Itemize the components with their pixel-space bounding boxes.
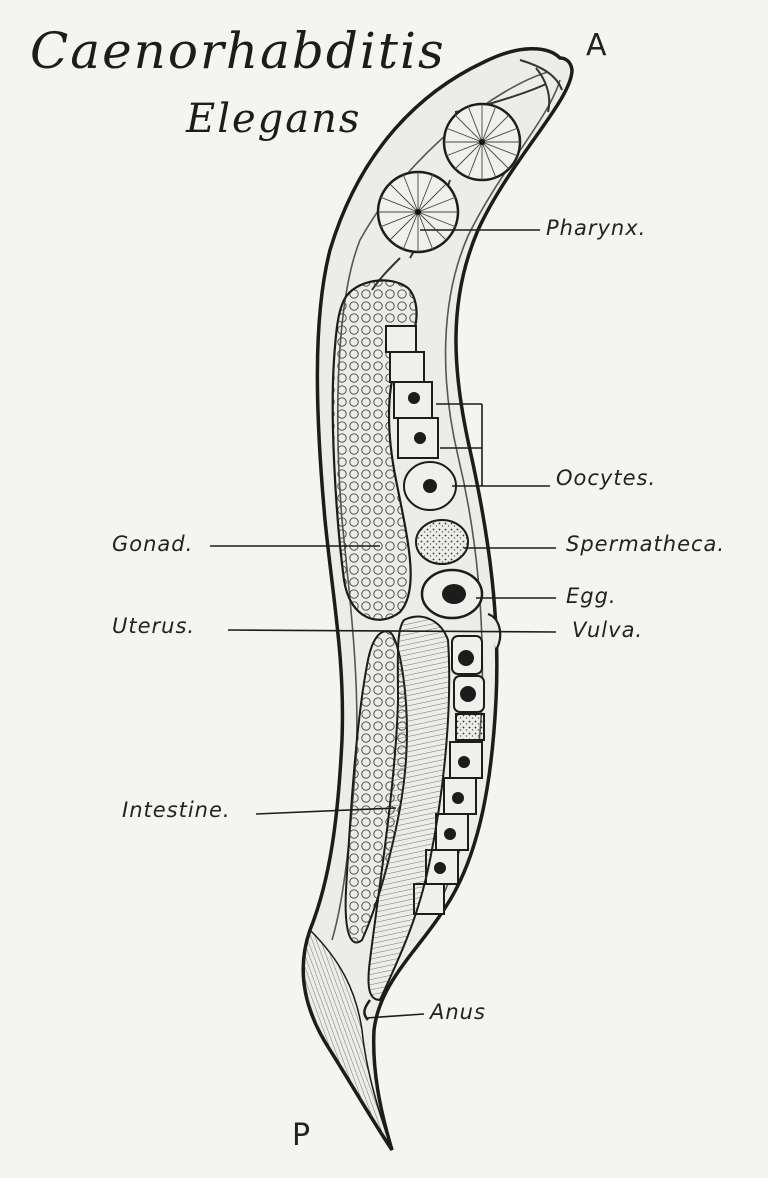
- uterus-vulva-leader: [227, 629, 557, 633]
- label-uterus: Uterus.: [112, 614, 196, 638]
- anterior-marker: A: [586, 28, 607, 63]
- egg: [420, 568, 484, 620]
- label-pharynx: Pharynx.: [546, 216, 647, 240]
- label-intestine: Intestine.: [122, 798, 231, 822]
- pharynx: [371, 83, 547, 291]
- label-oocytes: Oocytes.: [556, 466, 657, 490]
- label-gonad: Gonad.: [112, 532, 194, 556]
- oocytes: [385, 325, 457, 511]
- label-vulva: Vulva.: [572, 618, 644, 642]
- tail: [302, 928, 393, 1151]
- label-spermatheca: Spermatheca.: [566, 532, 726, 556]
- leader-lines: [210, 229, 557, 1019]
- diagram-title-line1: Caenorhabditis: [30, 22, 446, 80]
- intestine: [367, 615, 451, 1002]
- spermatheca: [415, 519, 469, 565]
- label-egg: Egg.: [566, 584, 617, 608]
- posterior-marker: P: [292, 1118, 311, 1153]
- intestine-leader: [255, 807, 397, 815]
- posterior-eggs: [413, 635, 485, 915]
- diagram-title-line2: Elegans: [186, 96, 362, 142]
- anus-leader: [365, 1013, 425, 1019]
- label-anus: Anus: [430, 1000, 486, 1024]
- head-lips: [519, 59, 563, 113]
